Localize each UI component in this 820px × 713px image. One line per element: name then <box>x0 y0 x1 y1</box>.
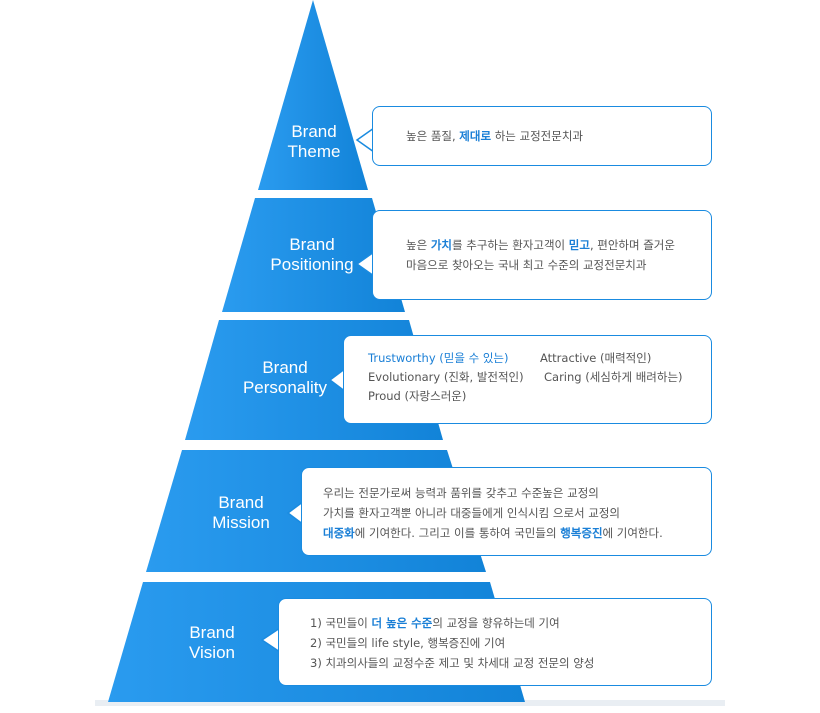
trait-caring: Caring (세심하게 배려하는) <box>544 370 683 384</box>
trait-evolutionary: Evolutionary (진화, 발전적인) <box>368 370 524 384</box>
mission-line3: 대중화에 기여한다. 그리고 이를 통하여 국민들의 행복증진에 기여한다. <box>323 526 663 540</box>
trait-trustworthy: Trustworthy (믿을 수 있는) <box>368 351 509 365</box>
positioning-line1: 높은 가치를 추구하는 환자고객이 믿고, 편안하며 즐거운 <box>406 238 675 252</box>
vision-line2: 2) 국민들의 life style, 행복증진에 기여 <box>310 636 506 650</box>
mission-line1: 우리는 전문가로써 능력과 품위를 갖추고 수준높은 교정의 <box>323 486 599 500</box>
trait-proud: Proud (자랑스러운) <box>368 389 467 403</box>
trait-attractive: Attractive (매력적인) <box>540 351 652 365</box>
theme-text: 높은 품질, 제대로 하는 교정전문치과 <box>406 129 583 143</box>
personality-box: Trustworthy (믿을 수 있는) Attractive (매력적인) … <box>343 335 712 424</box>
theme-box: 높은 품질, 제대로 하는 교정전문치과 <box>372 106 712 166</box>
vision-line1: 1) 국민들이 더 높은 수준의 교정을 향유하는데 기여 <box>310 616 560 630</box>
mission-box: 우리는 전문가로써 능력과 품위를 갖추고 수준높은 교정의 가치를 환자고객뿐… <box>301 467 712 556</box>
mission-line2: 가치를 환자고객뿐 아니라 대중들에게 인식시킴 으로서 교정의 <box>323 506 621 520</box>
vision-line3: 3) 치과의사들의 교정수준 제고 및 차세대 교정 전문의 양성 <box>310 656 595 670</box>
pyramid-base-shadow <box>95 700 725 706</box>
vision-box: 1) 국민들이 더 높은 수준의 교정을 향유하는데 기여 2) 국민들의 li… <box>278 598 712 686</box>
pyramid-layer-theme <box>258 0 368 190</box>
pyramid-layer-positioning <box>222 198 405 312</box>
positioning-box: 높은 가치를 추구하는 환자고객이 믿고, 편안하며 즐거운 마음으로 찾아오는… <box>372 210 712 300</box>
positioning-line2: 마음으로 찾아오는 국내 최고 수준의 교정전문치과 <box>406 258 647 272</box>
theme-highlight: 제대로 <box>459 129 492 143</box>
